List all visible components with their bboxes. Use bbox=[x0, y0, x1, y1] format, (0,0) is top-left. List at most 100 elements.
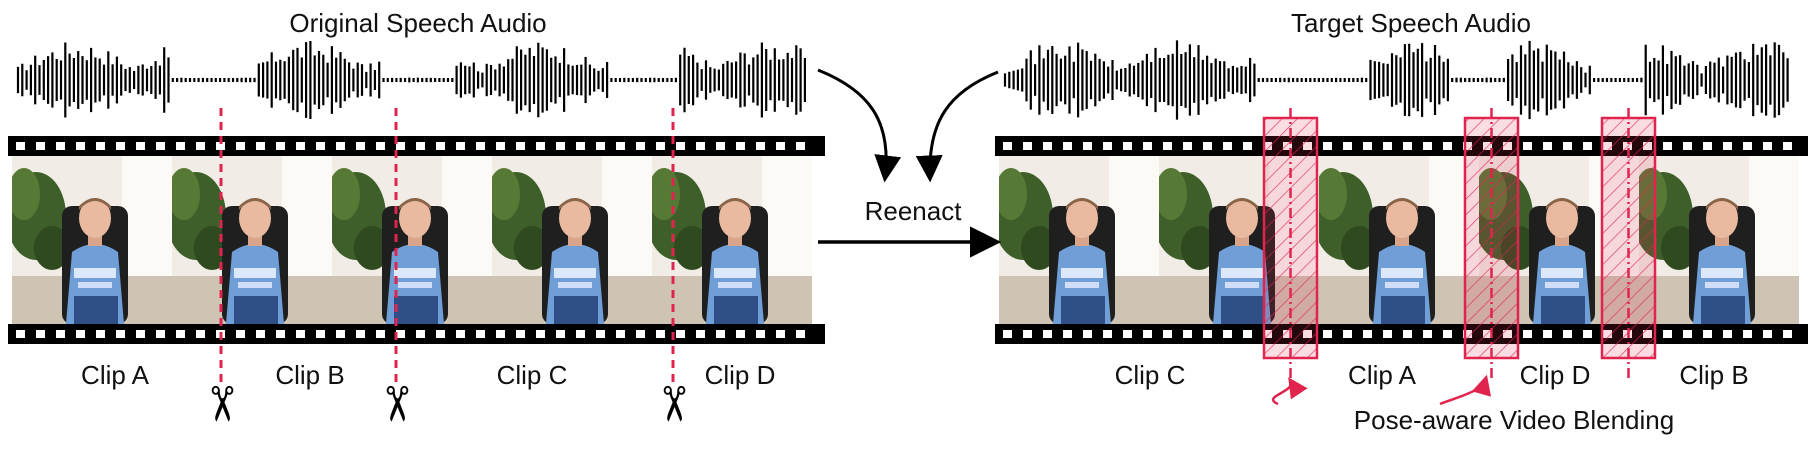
sprocket-hole bbox=[1063, 330, 1072, 338]
sprocket-hole bbox=[676, 142, 685, 150]
sprocket-hole bbox=[236, 142, 245, 150]
sprocket-hole bbox=[616, 142, 625, 150]
sprocket-hole bbox=[736, 142, 745, 150]
arrow-icon bbox=[817, 68, 902, 183]
sprocket-hole bbox=[636, 142, 645, 150]
sprocket-hole bbox=[1183, 142, 1192, 150]
original-audio-title: Original Speech Audio bbox=[289, 8, 547, 38]
sprocket-hole bbox=[796, 330, 805, 338]
left-clip-d-label: Clip D bbox=[704, 360, 776, 390]
sprocket-hole bbox=[1563, 330, 1572, 338]
sprocket-hole bbox=[596, 330, 605, 338]
sprocket-hole bbox=[176, 330, 185, 338]
sprocket-hole bbox=[1143, 142, 1152, 150]
sprocket-hole bbox=[1443, 330, 1452, 338]
sprocket-hole bbox=[1223, 330, 1232, 338]
sprocket-hole bbox=[476, 142, 485, 150]
sprocket-hole bbox=[156, 142, 165, 150]
sprocket-hole bbox=[1083, 330, 1092, 338]
video-frame bbox=[492, 156, 652, 324]
sprocket-hole bbox=[36, 142, 45, 150]
sprocket-hole bbox=[1203, 142, 1212, 150]
sprocket-hole bbox=[316, 330, 325, 338]
sprocket-hole bbox=[1683, 330, 1692, 338]
sprocket-hole bbox=[756, 142, 765, 150]
blend-regions bbox=[1262, 108, 1657, 382]
sprocket-hole bbox=[1383, 330, 1392, 338]
sprocket-hole bbox=[76, 142, 85, 150]
blend-arrow-icon bbox=[1439, 374, 1492, 406]
right-clip-b-label: Clip B bbox=[1679, 360, 1749, 390]
sprocket-hole bbox=[1783, 330, 1792, 338]
sprocket-hole bbox=[1103, 142, 1112, 150]
sprocket-hole bbox=[1763, 330, 1772, 338]
sprocket-hole bbox=[756, 330, 765, 338]
sprocket-hole bbox=[1003, 142, 1012, 150]
video-frame bbox=[332, 156, 492, 324]
sprocket-hole bbox=[1163, 330, 1172, 338]
sprocket-hole bbox=[1743, 142, 1752, 150]
sprocket-hole bbox=[1043, 142, 1052, 150]
sprocket-hole bbox=[56, 142, 65, 150]
sprocket-hole bbox=[176, 142, 185, 150]
target-film-strip bbox=[995, 136, 1808, 344]
sprocket-hole bbox=[16, 330, 25, 338]
sprocket-hole bbox=[156, 330, 165, 338]
sprocket-hole bbox=[296, 142, 305, 150]
video-frame bbox=[1639, 156, 1799, 324]
blend-label: Pose-aware Video Blending bbox=[1353, 405, 1675, 435]
sprocket-hole bbox=[356, 330, 365, 338]
sprocket-hole bbox=[496, 142, 505, 150]
left-clip-c-label: Clip C bbox=[496, 360, 568, 390]
sprocket-hole bbox=[716, 142, 725, 150]
sprocket-hole bbox=[276, 142, 285, 150]
sprocket-hole bbox=[276, 330, 285, 338]
sprocket-hole bbox=[1203, 330, 1212, 338]
sprocket-hole bbox=[1663, 142, 1672, 150]
sprocket-hole bbox=[1323, 142, 1332, 150]
sprocket-hole bbox=[1123, 330, 1132, 338]
right-clip-c-label: Clip C bbox=[1114, 360, 1186, 390]
sprocket-hole bbox=[1183, 330, 1192, 338]
sprocket-hole bbox=[536, 142, 545, 150]
target-speech-waveform bbox=[1003, 40, 1789, 120]
sprocket-hole bbox=[696, 330, 705, 338]
sprocket-hole bbox=[1363, 142, 1372, 150]
sprocket-hole bbox=[1063, 142, 1072, 150]
sprocket-hole bbox=[1723, 330, 1732, 338]
sprocket-hole bbox=[1243, 142, 1252, 150]
sprocket-hole bbox=[436, 330, 445, 338]
sprocket-hole bbox=[1243, 330, 1252, 338]
sprocket-hole bbox=[116, 142, 125, 150]
original-film-strip bbox=[8, 136, 825, 344]
sprocket-hole bbox=[396, 330, 405, 338]
sprocket-hole bbox=[16, 142, 25, 150]
scissors-icon: ✂ bbox=[645, 383, 701, 425]
sprocket-hole bbox=[1343, 142, 1352, 150]
sprocket-hole bbox=[1083, 142, 1092, 150]
scissors-icon: ✂ bbox=[368, 383, 424, 425]
sprocket-hole bbox=[216, 142, 225, 150]
sprocket-hole bbox=[456, 330, 465, 338]
sprocket-hole bbox=[1703, 330, 1712, 338]
sprocket-hole bbox=[256, 142, 265, 150]
blend-arrow-icon bbox=[1271, 377, 1308, 406]
sprocket-hole bbox=[336, 330, 345, 338]
sprocket-hole bbox=[1583, 330, 1592, 338]
sprocket-hole bbox=[1143, 330, 1152, 338]
sprocket-hole bbox=[416, 330, 425, 338]
sprocket-hole bbox=[456, 142, 465, 150]
sprocket-hole bbox=[1023, 142, 1032, 150]
sprocket-hole bbox=[256, 330, 265, 338]
video-frame bbox=[652, 156, 812, 324]
sprocket-hole bbox=[1323, 330, 1332, 338]
sprocket-hole bbox=[1563, 142, 1572, 150]
sprocket-hole bbox=[1543, 330, 1552, 338]
sprocket-hole bbox=[596, 142, 605, 150]
sprocket-hole bbox=[556, 142, 565, 150]
sprocket-hole bbox=[1763, 142, 1772, 150]
sprocket-hole bbox=[1423, 330, 1432, 338]
sprocket-hole bbox=[296, 330, 305, 338]
right-clip-d-label: Clip D bbox=[1519, 360, 1591, 390]
